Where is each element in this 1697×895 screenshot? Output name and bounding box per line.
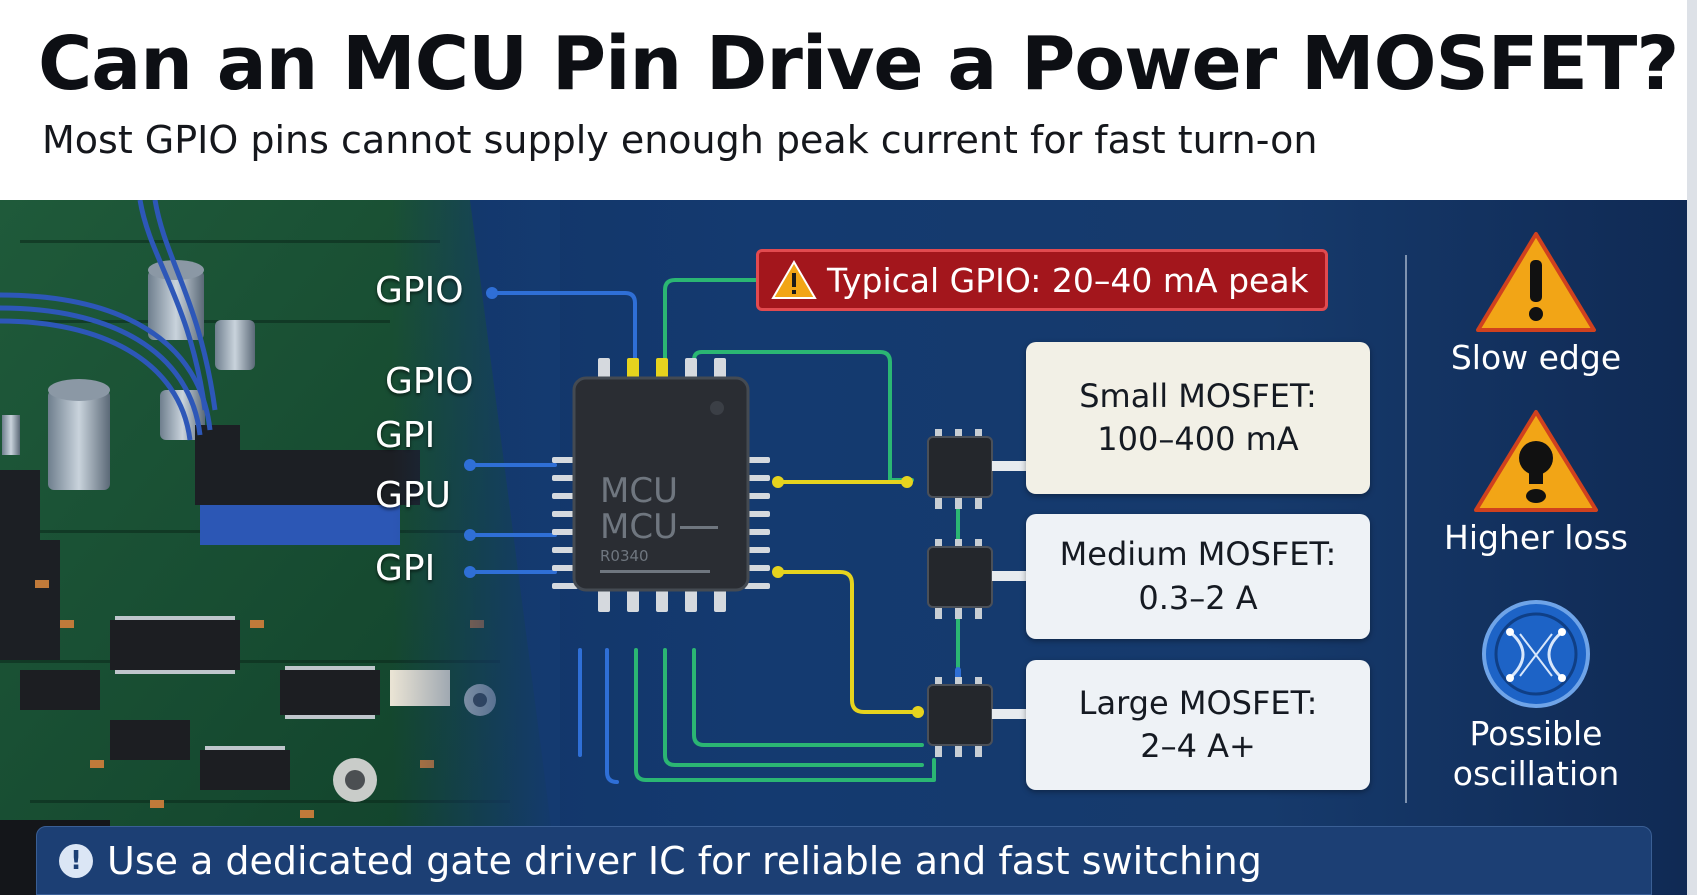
gpio-current-warning: Typical GPIO: 20–40 mA peak — [756, 249, 1328, 311]
mcu-pin — [552, 475, 578, 481]
gpio-label-2: GPIO — [385, 361, 474, 402]
mcu-pin — [598, 358, 610, 382]
mcu-pin — [744, 565, 770, 571]
mosfet-current: 0.3–2 A — [1138, 578, 1258, 617]
mcu-pin — [744, 583, 770, 589]
green-trace-bottom-3 — [634, 648, 936, 782]
mcu-label-1: MCU — [600, 471, 678, 511]
mosfet-package-large — [927, 677, 1026, 757]
page-subtitle: Most GPIO pins cannot supply enough peak… — [42, 118, 1318, 162]
mosfet-card-large: Large MOSFET: 2–4 A+ — [1026, 660, 1370, 790]
mosfet-card-medium: Medium MOSFET: 0.3–2 A — [1026, 514, 1370, 639]
info-icon: ! — [59, 843, 93, 878]
mcu-pin — [552, 583, 578, 589]
recommendation-text: Use a dedicated gate driver IC for relia… — [107, 838, 1262, 883]
mcu-pin — [552, 457, 578, 463]
mosfet-card-small: Small MOSFET: 100–400 mA — [1026, 342, 1370, 494]
mcu-pin — [744, 493, 770, 499]
bulb-warning-icon — [1474, 410, 1598, 512]
effect-label: Slow edge — [1450, 338, 1622, 377]
mcu-pin — [552, 547, 578, 553]
mcu-chip: MCU MCU R0340 — [552, 358, 770, 612]
mcu-mark-line — [680, 526, 718, 529]
mcu-pin — [627, 358, 639, 382]
mosfet-package-small — [927, 429, 1026, 509]
pcb-board — [0, 200, 560, 895]
green-trace-bottom-2 — [663, 648, 924, 767]
mosfet-name: Large MOSFET: — [1078, 683, 1318, 722]
mosfet-name: Small MOSFET: — [1079, 376, 1317, 415]
effect-oscillation: Possible oscillation — [1430, 598, 1642, 795]
mcu-pin — [552, 565, 578, 571]
page-title: Can an MCU Pin Drive a Power MOSFET? — [38, 21, 1679, 107]
mcu-pin — [685, 586, 697, 612]
mcu-pin — [714, 586, 726, 612]
mcu-pin — [627, 586, 639, 612]
effects-divider — [1405, 255, 1407, 803]
effect-label: Higher loss — [1444, 518, 1628, 557]
mcu-pin — [598, 586, 610, 612]
green-trace-small — [692, 350, 914, 482]
pcb-fade-overlay — [0, 200, 560, 895]
mosfet-current: 2–4 A+ — [1140, 727, 1256, 765]
mosfet-name: Medium MOSFET: — [1059, 535, 1337, 574]
gpio-label-3: GPI — [375, 415, 436, 456]
right-edge-strip — [1687, 0, 1697, 895]
yellow-trace-large — [773, 570, 920, 714]
gpio-label-1: GPIO — [375, 270, 464, 311]
warning-triangle-icon — [771, 260, 817, 299]
recommendation-bar: ! Use a dedicated gate driver IC for rel… — [36, 826, 1652, 895]
blue-trace-bottom — [605, 648, 619, 784]
mcu-mark-line-2 — [600, 570, 710, 573]
mcu-pin — [744, 529, 770, 535]
mcu-pin — [552, 511, 578, 517]
gpio-trace-top — [490, 291, 637, 374]
mcu-pin — [714, 358, 726, 382]
gpio-label-5: GPI — [375, 548, 436, 589]
warning-text: Typical GPIO: 20–40 mA peak — [827, 260, 1309, 300]
header: Can an MCU Pin Drive a Power MOSFET? Mos… — [0, 0, 1687, 200]
effect-label: Possible oscillation — [1452, 714, 1620, 794]
diagram-panel: MCU MCU R0340 GPIO GPIO GPI GPU GPI Typi… — [0, 200, 1687, 895]
effect-slow-edge: Slow edge — [1430, 230, 1642, 378]
mosfet-package-medium — [927, 539, 1026, 619]
mcu-pin — [656, 358, 668, 382]
mcu-pin — [552, 529, 578, 535]
mcu-pin — [744, 511, 770, 517]
banner-trace — [663, 278, 759, 374]
effect-higher-loss: Higher loss — [1430, 408, 1642, 558]
gpio-label-4: GPU — [375, 475, 451, 516]
mcu-label-2: MCU — [600, 507, 678, 547]
mcu-pin — [744, 475, 770, 481]
trace-dots — [464, 287, 924, 718]
mcu-pin — [744, 547, 770, 553]
exclamation-warning-icon — [1476, 232, 1596, 332]
mcu-pin — [744, 457, 770, 463]
green-trace-bottom-1 — [692, 648, 924, 747]
mcu-pin — [685, 358, 697, 382]
mosfet-packages — [927, 429, 1026, 757]
mosfet-current: 100–400 mA — [1097, 420, 1299, 458]
mcu-pin — [552, 493, 578, 499]
mcu-pin1-marker — [710, 401, 724, 415]
mcu-pin — [656, 586, 668, 612]
circuit-diagram: MCU MCU R0340 — [0, 200, 1026, 895]
oscillation-icon — [1482, 600, 1590, 708]
mcu-code: R0340 — [600, 547, 649, 565]
mcu-body — [572, 376, 750, 592]
